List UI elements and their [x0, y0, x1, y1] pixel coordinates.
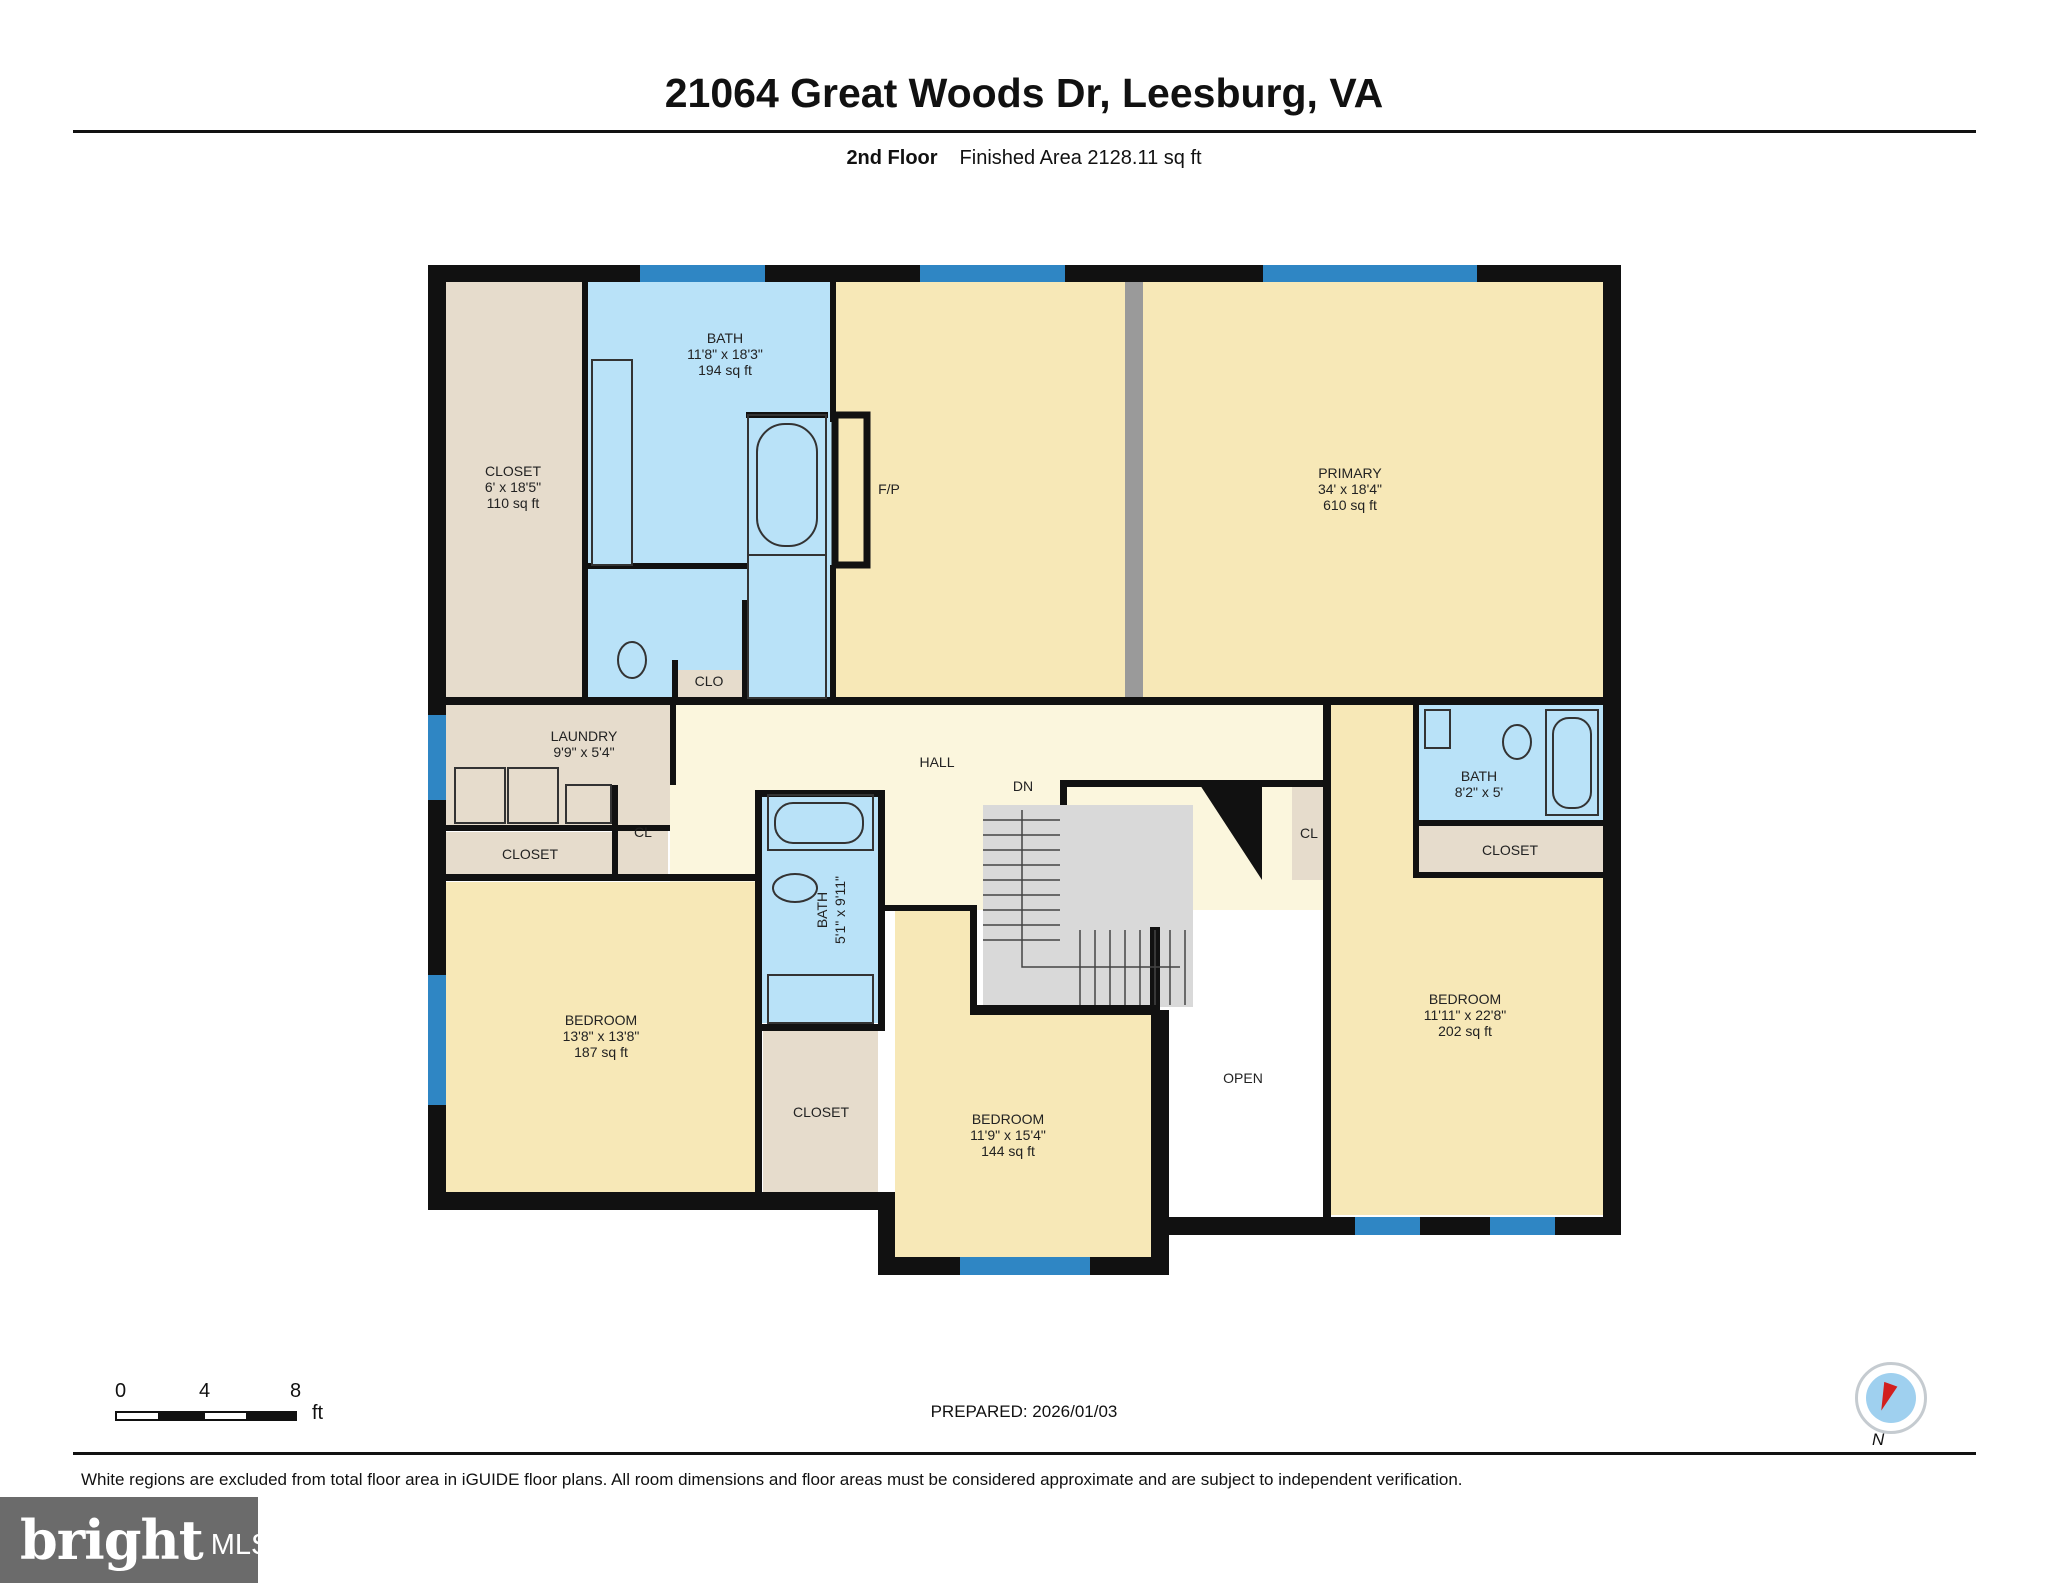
closet-primary-name: CLOSET	[485, 463, 541, 479]
closet-primary-area: 110 sq ft	[487, 495, 540, 511]
bedroom-left-name: BEDROOM	[565, 1012, 637, 1028]
closet-primary-fill	[446, 282, 582, 699]
primary-fill	[1143, 282, 1603, 699]
closet-mid-fill	[763, 1030, 878, 1192]
bedroom-mid-area: 144 sq ft	[981, 1143, 1035, 1159]
windows	[428, 265, 1555, 1275]
fireplace	[831, 411, 871, 569]
bedroom-mid-dims: 11'9" x 15'4"	[970, 1127, 1046, 1143]
laundry-name: LAUNDRY	[551, 728, 618, 744]
bath-main-dims: 11'8" x 18'3"	[687, 346, 763, 362]
scale-unit: ft	[312, 1402, 324, 1424]
disclaimer: White regions are excluded from total fl…	[81, 1470, 1463, 1489]
scale-tick-8: 8	[290, 1380, 302, 1402]
hall-label: HALL	[919, 754, 954, 770]
bedroom-mid-name: BEDROOM	[972, 1111, 1044, 1127]
bath-right-dims: 8'2" x 5'	[1455, 784, 1503, 800]
laundry-dims: 9'9" x 5'4"	[553, 744, 614, 760]
bedroom-right-name: BEDROOM	[1429, 991, 1501, 1007]
closet-mid-label: CLOSET	[793, 1104, 849, 1120]
clo-fill	[677, 670, 742, 699]
bedroom-right-dims: 11'11" x 22'8"	[1424, 1007, 1507, 1023]
primary-name: PRIMARY	[1318, 465, 1382, 481]
room-labels: BATH 11'8" x 18'3" 194 sq ft CLOSET 6' x…	[485, 330, 1539, 1159]
stair-void	[1200, 785, 1262, 880]
fixtures	[454, 359, 1599, 1024]
primary-sitting-fill	[835, 282, 1125, 699]
finished-area: Finished Area 2128.11 sq ft	[959, 147, 1202, 169]
open-label: OPEN	[1223, 1070, 1263, 1086]
cl-right-label: CL	[1300, 825, 1318, 841]
cl-right-fill	[1292, 785, 1329, 880]
closet-primary-dims: 6' x 18'5"	[485, 479, 541, 495]
plan-title: 21064 Great Woods Dr, Leesburg, VA	[664, 70, 1384, 116]
dn-label: DN	[1013, 778, 1033, 794]
bath-main-area: 194 sq ft	[698, 362, 752, 378]
staircase	[983, 810, 1186, 1005]
bedroom-left-fill	[446, 882, 758, 1192]
bedroom-left-dims: 13'8" x 13'8"	[563, 1028, 640, 1044]
plan-subtitle: 2nd Floor Finished Area 2128.11 sq ft	[0, 147, 2048, 170]
compass-north-label: N	[1872, 1430, 1885, 1449]
bath-hall-dims: 5'1" x 9'11"	[832, 876, 848, 944]
half-wall	[1125, 282, 1143, 699]
clo-label: CLO	[695, 673, 724, 689]
closet-right-label: CLOSET	[1482, 842, 1538, 858]
title-rule	[73, 130, 1976, 133]
bedroom-right-area: 202 sq ft	[1438, 1023, 1492, 1039]
scale-bar: 0 4 8 ft	[112, 1380, 342, 1430]
primary-area: 610 sq ft	[1323, 497, 1377, 513]
primary-dims: 34' x 18'4"	[1318, 481, 1382, 497]
bath-hall-name: BATH	[814, 892, 830, 928]
compass-icon	[1855, 1362, 1927, 1434]
cl-left-label: CL	[634, 824, 652, 840]
bright-mls-logo: bright MLS	[0, 1497, 270, 1583]
logo-brand: bright	[20, 1508, 204, 1572]
floor-label: 2nd Floor	[846, 147, 938, 169]
bedroom-left-area: 187 sq ft	[574, 1044, 628, 1060]
logo-suffix: MLS	[210, 1528, 271, 1561]
bath-right-name: BATH	[1461, 768, 1497, 784]
prepared-date: PREPARED: 2026/01/03	[930, 1402, 1118, 1421]
scale-tick-0: 0	[115, 1380, 127, 1402]
footer-rule	[73, 1452, 1976, 1455]
closet-left-label: CLOSET	[502, 846, 558, 862]
fireplace-label: F/P	[878, 481, 900, 497]
bath-main-name: BATH	[707, 330, 743, 346]
scale-tick-4: 4	[199, 1380, 211, 1402]
closet-left-fill	[446, 832, 614, 877]
bedroom-mid-fill	[895, 1012, 1151, 1257]
